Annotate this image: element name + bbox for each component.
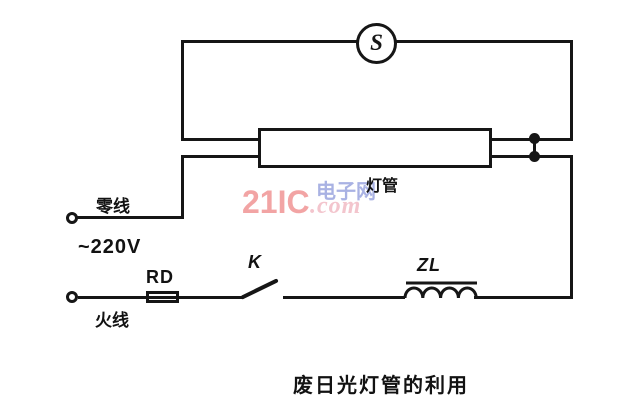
wire-left-lower — [181, 155, 184, 219]
starter-circle: S — [356, 23, 397, 64]
watermark-site: 电子网 — [316, 181, 376, 203]
switch-label: K — [248, 252, 261, 272]
wire-lamp-top-left — [181, 138, 261, 141]
wire-junction-link — [533, 138, 536, 158]
ballast-label: ZL — [417, 255, 441, 275]
fuse-label: RD — [146, 267, 174, 287]
junction-dot — [529, 133, 540, 144]
wire-right-upper — [570, 40, 573, 140]
wire-live-left — [78, 296, 243, 299]
terminal-neutral — [66, 212, 78, 224]
wire-lamp-bottom-left — [181, 155, 261, 158]
wire-neutral — [77, 216, 184, 219]
wire-live-right — [474, 296, 573, 299]
watermark-brand: 21IC — [242, 184, 310, 220]
lamp-tube — [258, 128, 492, 168]
figure-caption: 废日光灯管的利用 — [293, 375, 469, 397]
lamp-label: 灯管 — [366, 178, 399, 195]
wire-live-mid — [283, 296, 405, 299]
junction-dot — [529, 151, 540, 162]
fuse-body — [146, 291, 179, 303]
watermark-domain: .com — [310, 193, 362, 219]
starter-label: S — [370, 29, 383, 55]
wire-left-upper — [181, 40, 184, 140]
terminal-live — [66, 291, 78, 303]
voltage-label: ~220V — [78, 236, 142, 258]
ballast-coil-icon — [403, 281, 478, 299]
neutral-label: 零线 — [96, 197, 130, 216]
live-label: 火线 — [95, 311, 129, 330]
switch-blade — [240, 278, 279, 300]
wire-right-lower — [570, 155, 573, 299]
